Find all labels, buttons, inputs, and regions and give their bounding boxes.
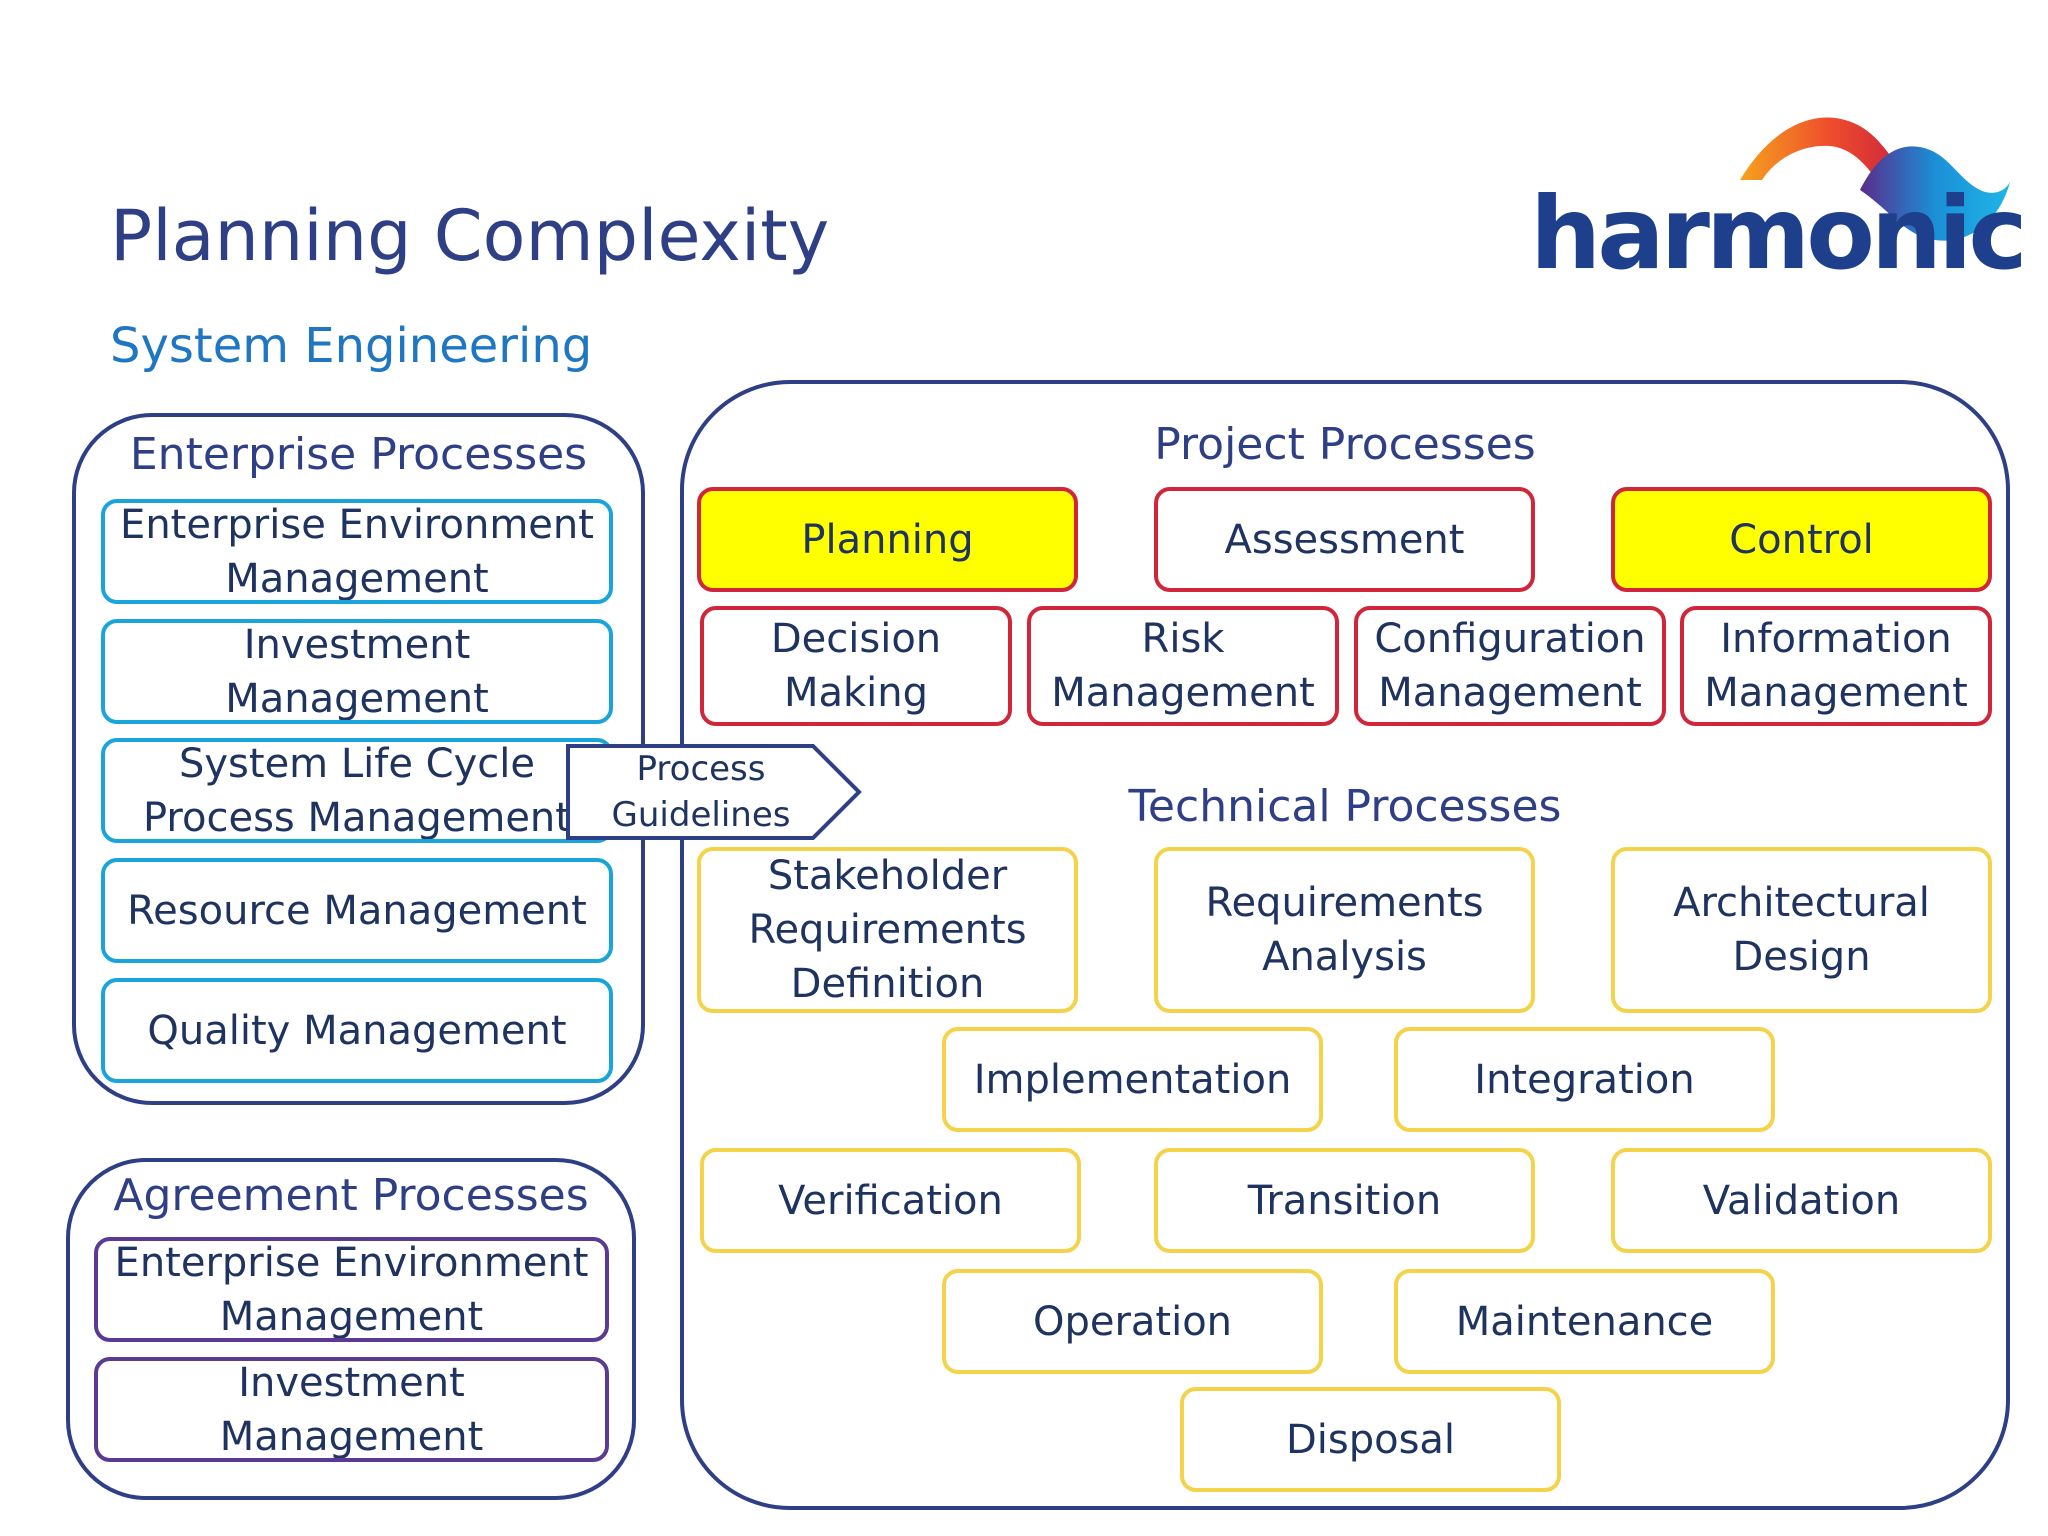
technical-box-operation: Operation xyxy=(942,1269,1323,1374)
technical-box-requirements-analysis: Requirements Analysis xyxy=(1154,847,1535,1013)
project-box-information-management: Information Management xyxy=(1680,606,1992,726)
logo-wave-icon xyxy=(1740,117,2010,241)
agreement-processes-title: Agreement Processes xyxy=(113,1170,589,1221)
technical-box-stakeholder-requirements: Stakeholder Requirements Definition xyxy=(697,847,1078,1013)
technical-box-integration: Integration xyxy=(1394,1027,1775,1132)
page-subtitle: System Engineering xyxy=(110,318,593,374)
project-processes-title: Project Processes xyxy=(1154,419,1536,470)
technical-box-disposal: Disposal xyxy=(1180,1387,1561,1492)
process-guidelines-arrow-icon xyxy=(566,744,862,840)
technical-box-maintenance: Maintenance xyxy=(1394,1269,1775,1374)
enterprise-item-0: Enterprise Environment Management xyxy=(101,499,613,604)
enterprise-processes-title: Enterprise Processes xyxy=(129,429,588,480)
project-box-decision-making: Decision Making xyxy=(700,606,1012,726)
process-guidelines-label: Process Guidelines xyxy=(611,749,791,835)
project-box-assessment: Assessment xyxy=(1154,487,1535,592)
enterprise-item-2: System Life Cycle Process Management xyxy=(101,738,613,843)
agreement-item-1: Investment Management xyxy=(94,1357,609,1462)
page-title: Planning Complexity xyxy=(110,195,830,277)
project-box-configuration-management: Configuration Management xyxy=(1354,606,1666,726)
technical-box-transition: Transition xyxy=(1154,1148,1535,1253)
agreement-item-0: Enterprise Environment Management xyxy=(94,1237,609,1342)
enterprise-item-4: Quality Management xyxy=(101,978,613,1083)
enterprise-item-1: Investment Management xyxy=(101,619,613,724)
project-box-risk-management: Risk Management xyxy=(1027,606,1339,726)
project-box-control: Control xyxy=(1611,487,1992,592)
project-box-planning: Planning xyxy=(697,487,1078,592)
technical-box-validation: Validation xyxy=(1611,1148,1992,1253)
technical-box-implementation: Implementation xyxy=(942,1027,1323,1132)
technical-box-architectural-design: Architectural Design xyxy=(1611,847,1992,1013)
enterprise-item-3: Resource Management xyxy=(101,858,613,963)
harmonic-logo: harmonic xyxy=(1530,110,2028,292)
technical-box-verification: Verification xyxy=(700,1148,1081,1253)
technical-processes-title: Technical Processes xyxy=(1128,781,1562,832)
logo-text: harmonic xyxy=(1530,175,2028,292)
